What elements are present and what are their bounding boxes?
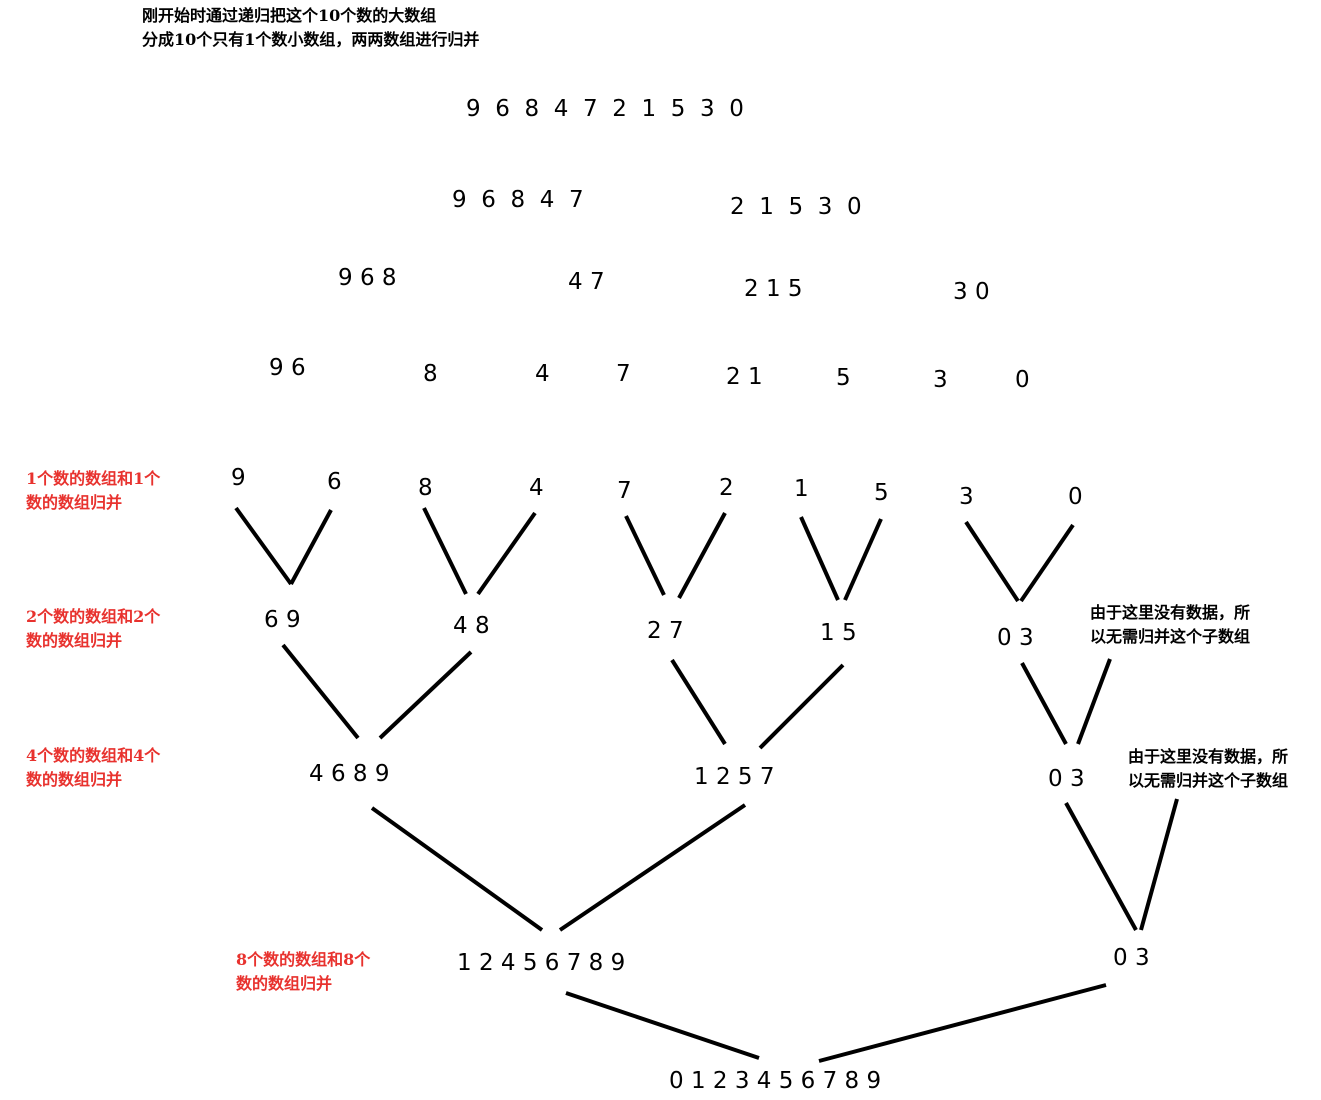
merge-leaf: 8 [418,475,433,501]
tree-edge [558,803,747,932]
no-merge-note: 由于这里没有数据，所 以无需归并这个子数组 [1090,603,1251,646]
tree-edge [1064,802,1138,931]
merged-pair: 6 9 [264,607,301,633]
merged-pair: 2 7 [647,618,684,644]
merge-leaf: 9 [231,465,246,491]
stage-label-merge-4: 4个数的数组和4个 数的数组归并 [26,746,161,789]
split-level0-array: 9 6 8 4 7 2 1 5 3 0 [466,96,744,122]
split-level1-right: 2 1 5 3 0 [730,194,862,220]
split-level3-group: 9 6 [269,355,306,381]
merge-leaf: 7 [617,478,632,504]
tree-edge [1139,798,1179,931]
split-level1-left: 9 6 8 4 7 [452,187,584,213]
split-level3-group: 3 [933,367,948,393]
split-level2-group: 3 0 [953,279,990,305]
tree-edge [289,509,333,585]
tree-edge [370,806,544,932]
merge-leaf: 0 [1068,484,1083,510]
tree-edge [476,511,537,596]
split-level3-group: 4 [535,361,550,387]
tree-edge [818,983,1107,1063]
split-level3-group: 0 [1015,367,1030,393]
tree-edge [1020,662,1068,745]
merged-eight: 1 2 4 5 6 7 8 9 [457,950,626,976]
tree-edge [843,518,883,601]
split-level3-group: 5 [836,365,851,391]
tree-edge [624,515,666,596]
tree-edge [758,663,845,750]
stage-label-merge-8: 8个数的数组和8个 数的数组归并 [236,950,371,993]
merged-quad: 1 2 5 7 [694,764,775,790]
final-sorted-array: 0 1 2 3 4 5 6 7 8 9 [669,1068,882,1094]
no-merge-note: 由于这里没有数据，所 以无需归并这个子数组 [1128,747,1289,790]
intro-line-2: 分成10个只有1个数小数组，两两数组进行归并 [142,30,480,49]
tree-edge [964,520,1020,603]
tree-edge [378,650,473,740]
merge-leaf: 5 [874,480,889,506]
split-level3-group: 7 [616,361,631,387]
split-level2-group: 2 1 5 [744,276,803,302]
merge-leaf: 3 [959,484,974,510]
intro-line-1: 刚开始时通过递归把这个10个数的大数组 [142,6,437,25]
tree-edge [1019,523,1075,603]
merged-quad: 0 3 [1048,766,1085,792]
tree-edge [565,991,760,1060]
split-level2-group: 9 6 8 [338,265,397,291]
merged-pair: 1 5 [820,620,857,646]
stage-label-merge-2: 2个数的数组和2个 数的数组归并 [26,607,161,650]
tree-edge [422,507,468,595]
merged-eight: 0 3 [1113,945,1150,971]
merged-pair: 4 8 [453,613,490,639]
tree-edge [677,512,727,599]
tree-edge [234,506,293,586]
stage-label-merge-1: 1个数的数组和1个 数的数组归并 [26,469,161,512]
merged-pair: 0 3 [997,625,1034,651]
tree-edge [799,516,840,601]
merge-leaf: 1 [794,476,809,502]
merge-leaf: 6 [327,469,342,495]
split-level3-group: 8 [423,361,438,387]
split-level2-group: 4 7 [568,269,605,295]
merged-quad: 4 6 8 9 [309,761,390,787]
tree-edge [281,643,360,740]
split-level3-group: 2 1 [726,364,763,390]
tree-edge [670,658,727,746]
tree-edge [1076,658,1112,745]
merge-leaf: 2 [719,475,734,501]
intro-text: 刚开始时通过递归把这个10个数的大数组 分成10个只有1个数小数组，两两数组进行… [142,4,479,52]
merge-leaf: 4 [529,475,544,501]
